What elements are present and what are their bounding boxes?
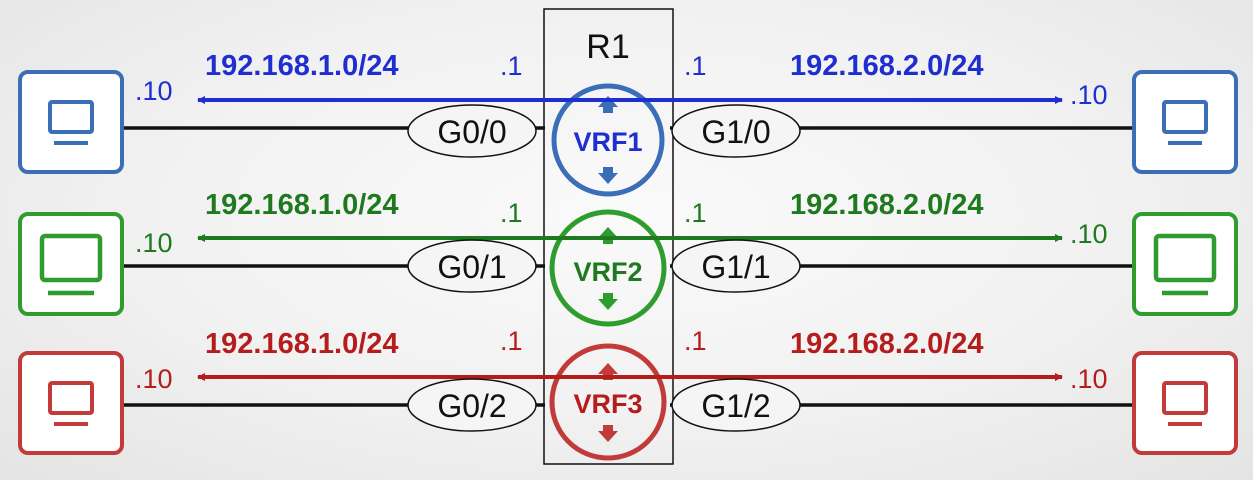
left-router-ip: .1 [500,51,523,81]
right-router-ip: .1 [684,51,707,81]
left-interface-label: G0/1 [437,249,506,285]
left-interface-ellipse [407,104,537,158]
right-network-label: 192.168.2.0/24 [790,189,984,221]
right-interface-ellipse [671,239,801,293]
right-host-icon[interactable] [1132,351,1238,455]
left-host-icon[interactable] [18,70,124,174]
left-interface-ellipse [407,378,537,432]
right-network-label: 192.168.2.0/24 [790,50,984,82]
right-host-ip: .10 [1070,219,1108,249]
left-interface-label: G0/2 [437,388,506,424]
left-network-label: 192.168.1.0/24 [205,50,399,82]
left-network-label: 192.168.1.0/24 [205,189,399,221]
router-label: R1 [586,28,629,66]
right-host-ip: .10 [1070,364,1108,394]
vrf-circle [549,343,667,461]
vrf-label: VRF1 [573,127,642,157]
left-host-icon[interactable] [18,351,124,455]
left-host-ip: .10 [135,364,173,394]
right-host-icon[interactable] [1132,212,1238,316]
right-interface-label: G1/1 [701,249,770,285]
right-host-icon[interactable] [1132,70,1238,174]
right-interface-ellipse [671,378,801,432]
up-down-arrows-icon [598,96,618,184]
left-host-ip: .10 [135,228,173,258]
left-network-label: 192.168.1.0/24 [205,328,399,360]
right-network-label: 192.168.2.0/24 [790,328,984,360]
left-host-ip: .10 [135,76,173,106]
right-interface-label: G1/0 [701,114,770,150]
left-host-icon[interactable] [18,212,124,316]
right-host-ip: .10 [1070,80,1108,110]
vrf-label: VRF3 [573,389,642,419]
left-router-ip: .1 [500,326,523,356]
right-router-ip: .1 [684,198,707,228]
right-router-ip: .1 [684,326,707,356]
vrf-row-2: VRF2 G0/1 G1/1 192.168.1.0/24 192.168.2.… [18,189,1238,327]
vrf-circle [551,83,665,197]
right-interface-ellipse [671,104,801,158]
vrf-row-3: VRF3 G0/2 G1/2 192.168.1.0/24 192.168.2.… [18,326,1238,461]
left-interface-label: G0/0 [437,114,506,150]
right-interface-label: G1/2 [701,388,770,424]
vrf-label: VRF2 [573,257,642,287]
vrf-row-1: VRF1 G0/0 G1/0 192.168.1.0/24 192.168.2.… [18,50,1238,197]
left-interface-ellipse [407,239,537,293]
left-router-ip: .1 [500,198,523,228]
vrf-circle [549,209,667,327]
